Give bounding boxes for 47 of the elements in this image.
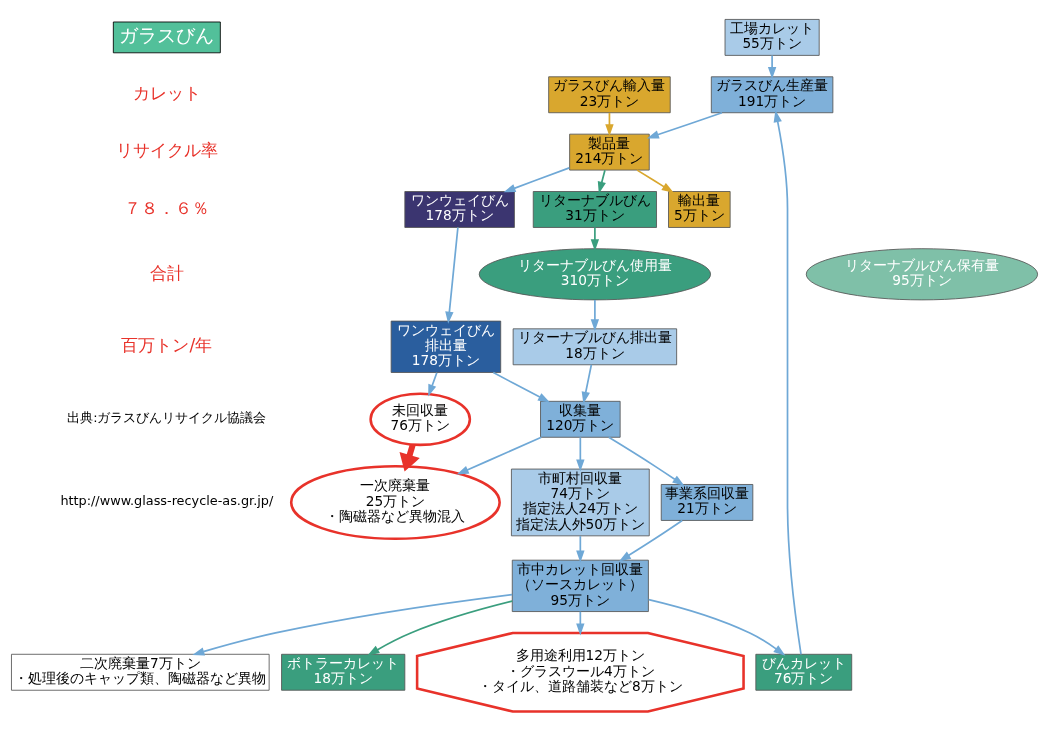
node-ellipse: リターナブルびん使用量 310万トン xyxy=(478,248,711,301)
label: カレット xyxy=(132,83,201,104)
node-box: ボトラーカレット 18万トン xyxy=(281,653,406,691)
arrow xyxy=(492,371,550,403)
arrow xyxy=(456,436,543,475)
arrow xyxy=(192,593,513,656)
arrow xyxy=(576,610,585,636)
node-box: リターナブルびん 31万トン xyxy=(532,191,657,228)
label: 出典:ガラスびんリサイクル協議会 xyxy=(67,410,267,426)
diagram-title: ガラスびん xyxy=(119,25,215,47)
arrow xyxy=(590,299,600,332)
arrow xyxy=(607,436,685,486)
arrow xyxy=(647,598,786,656)
node-box: 事業系回収量 21万トン xyxy=(660,484,754,521)
arrow xyxy=(445,226,459,324)
node-box: 市中カレット回収量 （ソースカレット） 95万トン xyxy=(511,559,649,612)
node-box: 製品量 214万トン xyxy=(569,133,650,171)
arrow xyxy=(503,167,571,193)
arrow xyxy=(618,519,684,562)
node-box: 市町村回収量 74万トン 指定法人24万トン 指定法人外50万トン xyxy=(511,468,650,537)
arrow xyxy=(646,111,723,139)
node-ellipse: 未回収量 76万トン xyxy=(369,392,472,447)
arrow xyxy=(581,363,593,404)
label: 合計 xyxy=(149,262,184,283)
label: リサイクル率 xyxy=(115,140,218,161)
arrow xyxy=(576,535,585,563)
arrow xyxy=(597,169,606,194)
node-box: 工場カレット 55万トン xyxy=(724,19,820,56)
arrow xyxy=(576,436,585,472)
arrow xyxy=(367,600,514,656)
node-box: ワンウェイびん 排出量 178万トン xyxy=(390,320,502,373)
node-box: 収集量 120万トン xyxy=(540,400,621,438)
node-box: ワンウェイびん 178万トン xyxy=(404,191,515,228)
arrow xyxy=(767,54,777,79)
node-box: びんカレット 76万トン xyxy=(755,653,853,691)
node-box: 輸出量 5万トン xyxy=(668,191,731,228)
node-box: 二次廃棄量7万トン ・処理後のキャップ類、陶磁器など異物 xyxy=(11,653,270,691)
label: ７８．６％ xyxy=(124,197,210,218)
arrow xyxy=(590,226,600,252)
label: http://www.glass-recycle-as.gr.jp/ xyxy=(60,493,274,509)
node-box: ガラスびん生産量 191万トン xyxy=(710,76,834,114)
label: 百万トン/年 xyxy=(121,335,213,356)
node-box: リターナブルびん排出量 18万トン xyxy=(512,328,678,366)
node-box: ガラスびん輸入量 23万トン xyxy=(548,76,671,114)
arrow xyxy=(773,110,802,656)
arrow xyxy=(636,169,674,193)
node-ellipse: リターナブルびん保有量 95万トン xyxy=(805,248,1038,301)
